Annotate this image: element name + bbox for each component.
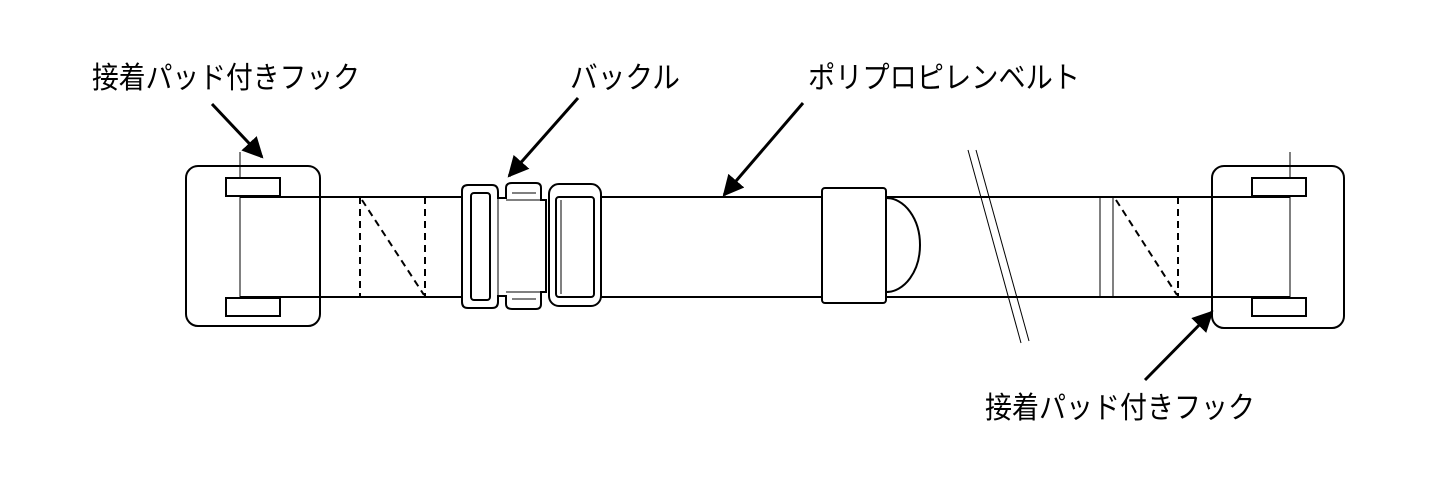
right-belt-segment [886, 149, 1212, 344]
buckle-arrow [507, 97, 580, 178]
buckle-female-frame [470, 192, 491, 301]
hook-left-arrow [210, 102, 264, 159]
hook-left-label: 接着パッド付きフック [92, 61, 360, 96]
left-hook-pad [185, 152, 321, 327]
right-hook-bottom-tab [1251, 297, 1307, 317]
left-pad-outline [185, 165, 321, 327]
buckle-female [461, 182, 547, 310]
middle-belt-segment [601, 196, 822, 298]
buckle-male-outline [548, 183, 602, 307]
left-hook-bottom-tab [225, 297, 281, 317]
belt-arrow [722, 102, 805, 197]
buckle-label: バックル [570, 61, 680, 96]
left-hook-top-tab [225, 177, 281, 197]
buckle-male [548, 183, 602, 307]
right-stitch-diagonal [1115, 199, 1178, 296]
hook-right-label: 接着パッド付きフック [985, 391, 1255, 426]
right-hook-pad [1211, 152, 1345, 329]
keeper-body [821, 187, 887, 304]
break-line-2 [975, 149, 1030, 342]
buckle-male-slot [555, 196, 595, 298]
belt-keeper [821, 187, 921, 304]
keeper-loop-arc [885, 197, 921, 293]
right-pad-outline [1211, 165, 1345, 329]
hook-right-arrow [1143, 310, 1214, 382]
right-hook-top-tab [1251, 177, 1307, 197]
buckle-female-outline [461, 182, 547, 310]
belt-label: ポリプロピレンベルト [808, 61, 1080, 96]
left-stitch-diagonal [361, 199, 425, 296]
left-belt-segment [320, 196, 462, 298]
break-line-1 [967, 149, 1022, 344]
